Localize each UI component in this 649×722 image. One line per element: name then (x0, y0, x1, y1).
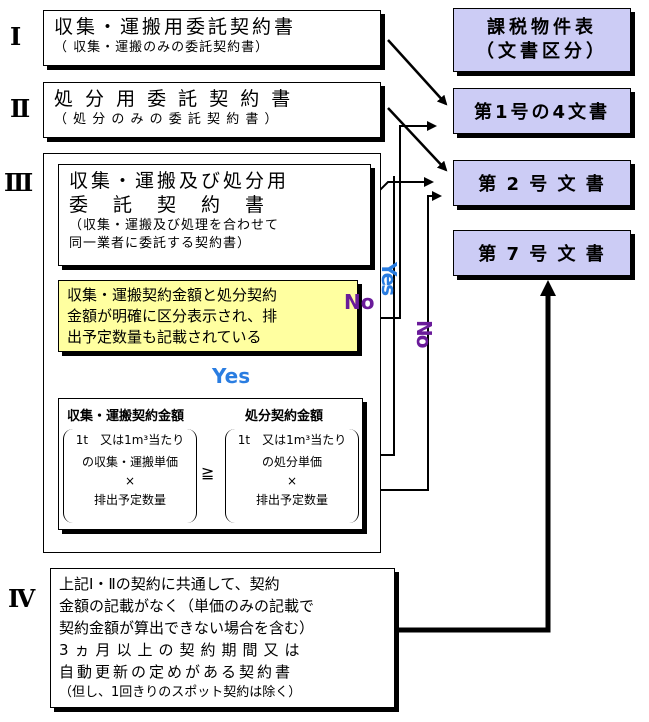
section-4-line1: 上記Ⅰ・Ⅱの契約に共通して、契約 (59, 575, 280, 593)
section-4-line6: （但し、1回きりのスポット契約は除く） (59, 685, 302, 700)
arrow-right-amount-to-cat2 (360, 191, 442, 491)
section-3-sub2: 同一業者に委託する契約書） (69, 236, 252, 251)
section-4-line4: 3ヵ月以上の契約期間又は (59, 641, 306, 659)
section-2-box: 処 分 用 委 託 契 約 書 （ 処 分 の み の 委 託 契 約 書 ） (43, 82, 381, 138)
right-amount-line2: の処分単価 (261, 455, 322, 469)
section-1-roman: Ⅰ (10, 22, 22, 51)
category-header-line2: （文書区分） (476, 41, 608, 62)
category-7-label: 第 7 号 文 書 (478, 244, 606, 265)
section-3-title2: 委 託 契 約 書 (69, 194, 268, 216)
section-4-line2: 金額の記載がなく（単価のみの記載で (59, 597, 315, 615)
category-header-line1: 課税物件表 (487, 17, 597, 38)
arrow-s1-to-cat1 (387, 39, 448, 106)
left-amount-line1: 1t 又は1m³当たり (75, 433, 185, 447)
category-1-4: 第1号の4文書 (453, 88, 631, 134)
category-1-4-label: 第1号の4文書 (473, 102, 611, 123)
arrow-s2-to-cat2 (387, 107, 448, 172)
section-4-line5: 自動更新の定めがある契約書 (59, 663, 294, 681)
no-label-horizontal: No (344, 290, 375, 314)
condition-line2: 金額が明確に区分表示され、排 (67, 307, 278, 325)
category-header: 課税物件表 （文書区分） (453, 8, 631, 72)
section-2-roman: Ⅱ (10, 94, 31, 123)
amounts-box: 収集・運搬契約金額 処分契約金額 1t 又は1m³当たり の収集・運搬単価 × … (58, 398, 363, 530)
yes-label: Yes (212, 364, 251, 388)
left-amount-head: 収集・運搬契約金額 (67, 409, 185, 424)
yes-label-vertical: Yes (377, 262, 401, 295)
section-3-roman: Ⅲ (4, 168, 34, 197)
category-7: 第 7 号 文 書 (453, 230, 631, 276)
left-amount-line4: 排出予定数量 (93, 493, 166, 507)
right-amount-bracket: 1t 又は1m³当たり の処分単価 × 排出予定数量 (225, 429, 359, 523)
section-2-subtitle: （ 処 分 の み の 委 託 契 約 書 ） (54, 112, 279, 127)
section-3-sub1: （収集・運搬及び処理を合わせて (69, 218, 280, 233)
section-2-title: 処 分 用 委 託 契 約 書 (54, 88, 294, 110)
section-1-box: 収集・運搬用委託契約書 （ 収集・運搬のみの委託契約書） (43, 10, 381, 66)
section-4-box: 上記Ⅰ・Ⅱの契約に共通して、契約 金額の記載がなく（単価のみの記載で 契約金額が… (50, 568, 395, 708)
condition-line1: 収集・運搬契約金額と処分契約 (67, 286, 278, 304)
left-amount-line3: × (124, 474, 136, 488)
arrow-s4-to-cat7 (395, 280, 556, 633)
right-amount-line3: × (286, 474, 298, 488)
right-amount-line1: 1t 又は1m³当たり (237, 433, 347, 447)
geq-sign: ≧ (201, 463, 215, 482)
right-amount-line4: 排出予定数量 (255, 493, 328, 507)
section-3-title1: 収集・運搬及び処分用 (69, 170, 290, 192)
category-2-label: 第 2 号 文 書 (478, 174, 606, 195)
right-amount-head: 処分契約金額 (245, 409, 324, 424)
arrow-s3-to-cat2 (377, 177, 434, 193)
condition-line3: 出予定数量も記載されている (67, 328, 262, 346)
left-amount-line2: の収集・運搬単価 (81, 455, 178, 469)
section-3-title-box: 収集・運搬及び処分用 委 託 契 約 書 （収集・運搬及び処理を合わせて 同一業… (58, 164, 371, 266)
section-4-line3: 契約金額が算出できない場合を含む） (59, 619, 315, 637)
section-4-roman: Ⅳ (8, 584, 36, 613)
section-1-subtitle: （ 収集・運搬のみの委託契約書） (54, 40, 270, 55)
left-amount-bracket: 1t 又は1m³当たり の収集・運搬単価 × 排出予定数量 (63, 429, 197, 523)
no-label-vertical: No (412, 320, 436, 347)
section-1-title: 収集・運搬用委託契約書 (54, 16, 297, 38)
category-2: 第 2 号 文 書 (453, 160, 631, 206)
condition-box: 収集・運搬契約金額と処分契約 金額が明確に区分表示され、排 出予定数量も記載され… (58, 280, 358, 352)
